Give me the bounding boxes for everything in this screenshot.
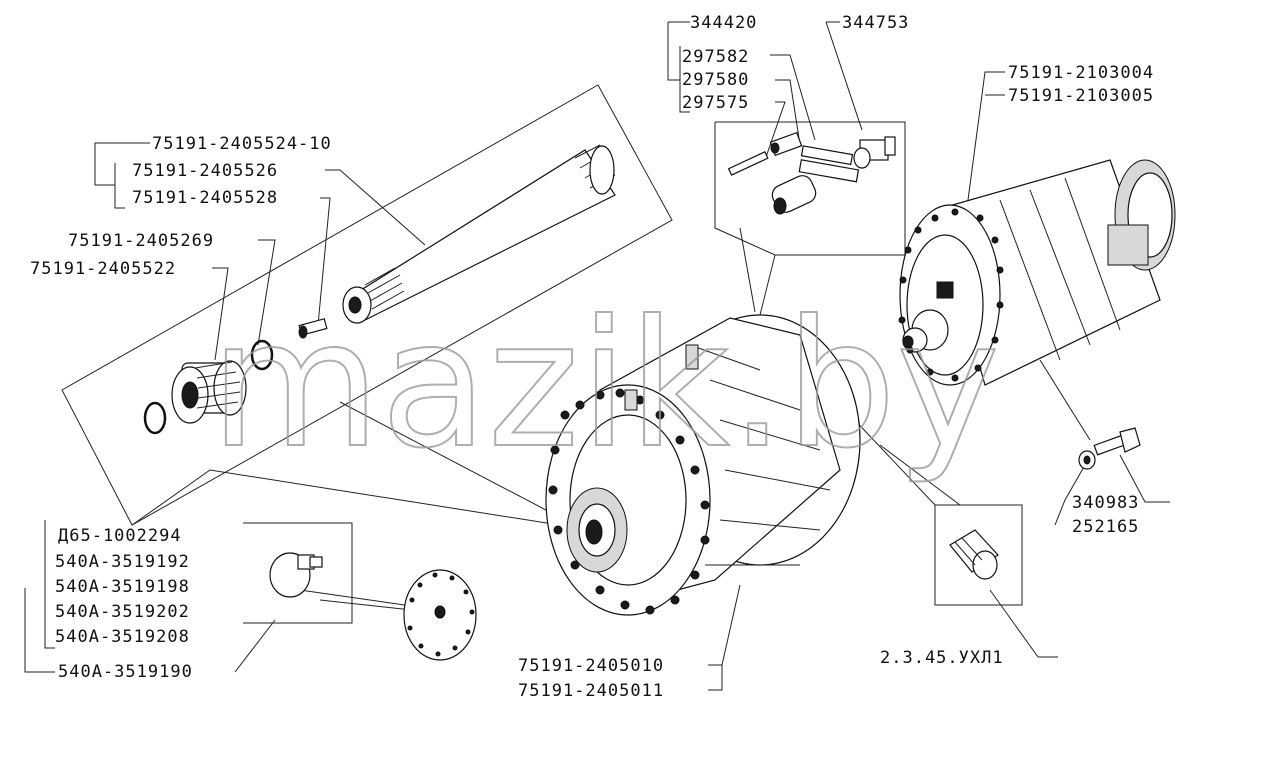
label-75191-2103005: 75191-2103005 bbox=[1008, 86, 1154, 106]
label-75191-2405522: 75191-2405522 bbox=[30, 259, 176, 279]
label-75191-2405528: 75191-2405528 bbox=[132, 188, 278, 208]
half-shaft bbox=[342, 144, 616, 324]
breather-plug bbox=[853, 136, 896, 169]
label-75191-2405011: 75191-2405011 bbox=[518, 681, 664, 701]
label-2-3-45-uhl1: 2.3.45.УХЛ1 bbox=[880, 648, 1004, 668]
label-540a-3519198: 540А-3519198 bbox=[55, 577, 190, 597]
label-297575: 297575 bbox=[682, 93, 749, 113]
bolt-and-nut bbox=[1078, 427, 1141, 470]
grease-fitting bbox=[949, 529, 999, 580]
label-75191-2405010: 75191-2405010 bbox=[518, 656, 664, 676]
label-340983: 340983 bbox=[1072, 493, 1139, 513]
leader-lines bbox=[24, 21, 1170, 691]
label-540a-3519192: 540А-3519192 bbox=[55, 552, 190, 572]
label-297580: 297580 bbox=[682, 70, 749, 90]
label-297582: 297582 bbox=[682, 47, 749, 67]
splined-sleeve bbox=[171, 360, 247, 424]
label-d65-1002294: Д65-1002294 bbox=[58, 526, 182, 546]
valve-plug bbox=[269, 552, 323, 598]
label-75191-2405526: 75191-2405526 bbox=[132, 161, 278, 181]
pin-set bbox=[727, 131, 860, 215]
wheel-hub-reducer bbox=[545, 314, 861, 616]
motor-bolts bbox=[898, 208, 1004, 382]
label-75191-2103004: 75191-2103004 bbox=[1008, 63, 1154, 83]
label-540a-3519208: 540А-3519208 bbox=[55, 627, 190, 647]
watermark: mazik.by bbox=[210, 284, 1000, 487]
label-540a-3519202: 540А-3519202 bbox=[55, 602, 190, 622]
label-540a-3519190: 540А-3519190 bbox=[58, 662, 193, 682]
traction-motor bbox=[898, 159, 1176, 386]
label-75191-2405269: 75191-2405269 bbox=[68, 231, 214, 251]
label-344420: 344420 bbox=[690, 13, 757, 33]
hub-bolts bbox=[548, 388, 710, 615]
label-344753: 344753 bbox=[842, 13, 909, 33]
label-252165: 252165 bbox=[1072, 517, 1139, 537]
part-labels: 344420 344753 297582 297580 297575 75191… bbox=[30, 13, 1154, 701]
shaft-pin bbox=[298, 318, 328, 339]
snap-ring-left bbox=[143, 401, 167, 435]
diaphragm-disc bbox=[403, 569, 477, 661]
label-75191-2405524-10: 75191-2405524-10 bbox=[152, 134, 332, 154]
snap-ring-right bbox=[250, 339, 274, 371]
shaft-splines-left bbox=[364, 267, 405, 310]
